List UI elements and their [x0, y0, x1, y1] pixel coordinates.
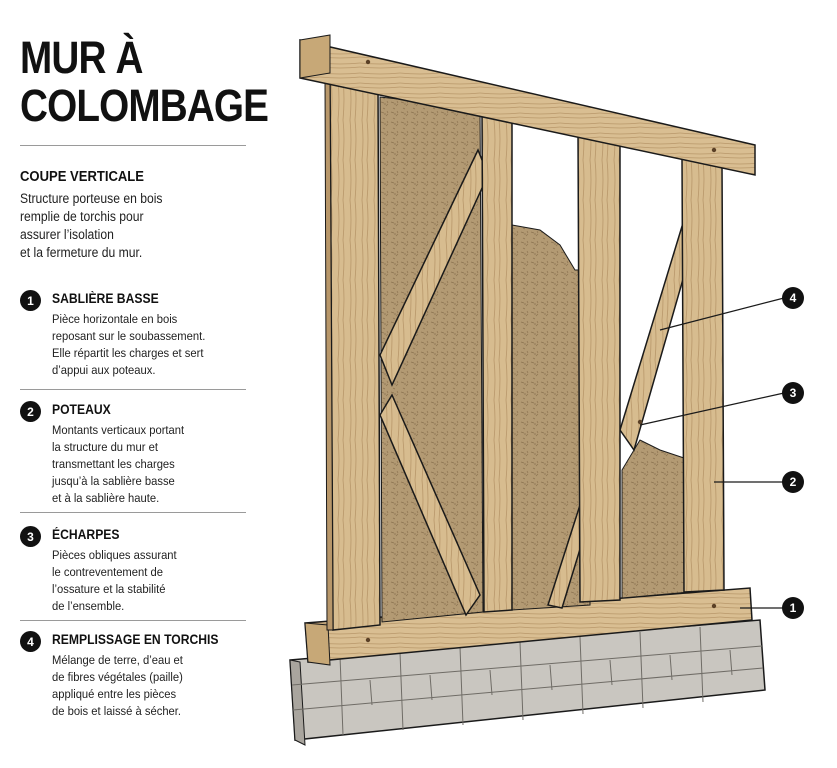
legend-description: Mélange de terre, d’eau et de fibres vég… [52, 653, 183, 718]
divider [20, 620, 246, 621]
legend-title: ÉCHARPES [52, 527, 120, 542]
callout-1: 1 [782, 597, 804, 619]
legend-title: SABLIÈRE BASSE [52, 291, 159, 306]
divider [20, 145, 246, 146]
number-badge: 3 [20, 526, 41, 547]
callout-4: 4 [782, 287, 804, 309]
top-plate-beam [299, 34, 756, 176]
divider [20, 512, 246, 513]
title-line-1: MUR À [20, 32, 143, 83]
divider [20, 389, 246, 390]
subtitle-heading: COUPE VERTICALE [20, 169, 144, 185]
number-badge: 1 [20, 290, 41, 311]
number-badge: 4 [20, 631, 41, 652]
legend-title: REMPLISSAGE EN TORCHIS [52, 632, 219, 647]
subtitle-text: Structure porteuse en bois remplie de to… [20, 191, 163, 260]
posts [324, 77, 725, 631]
number-badge: 2 [20, 401, 41, 422]
legend-description: Pièces obliques assurant le contreventem… [52, 548, 177, 613]
legend-description: Montants verticaux portant la structure … [52, 423, 185, 505]
legend-title: POTEAUX [52, 402, 111, 417]
callout-3: 3 [782, 382, 804, 404]
callout-2: 2 [782, 471, 804, 493]
callout-leaders [639, 297, 785, 609]
bottom-sill-beam [304, 587, 753, 666]
legend-description: Pièce horizontale en bois reposant sur l… [52, 312, 206, 377]
